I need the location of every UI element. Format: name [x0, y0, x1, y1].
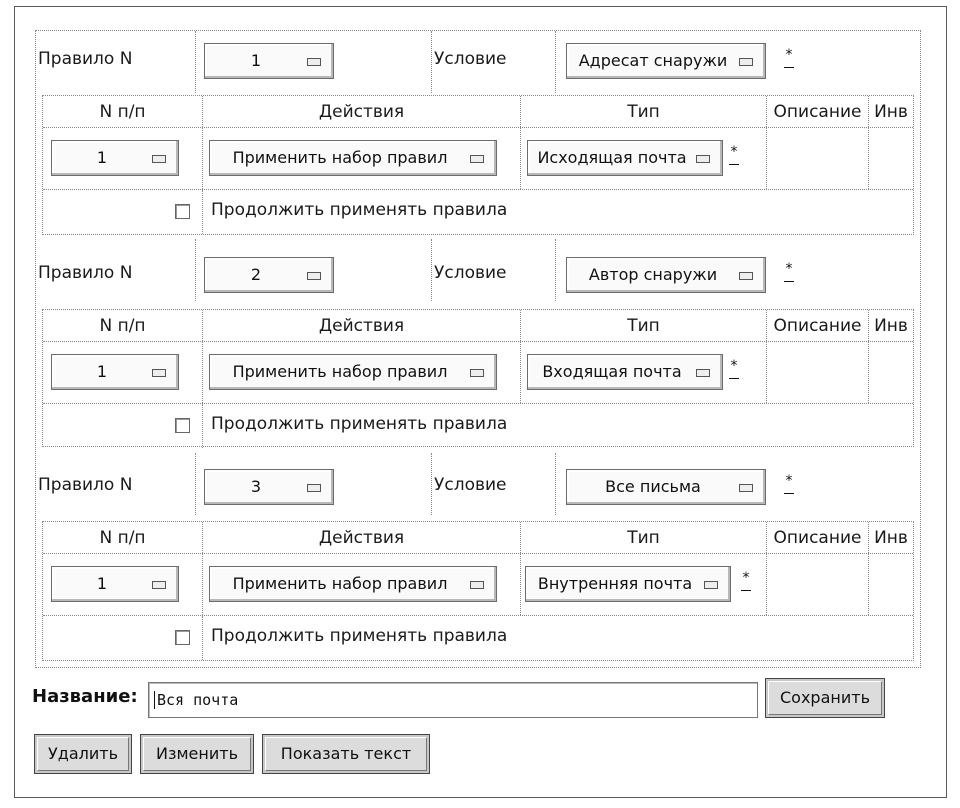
continue-label: Продолжить применять правила: [211, 626, 508, 646]
mail-type-select[interactable]: Внутренняя почта: [525, 566, 731, 602]
mail-type-select[interactable]: Исходящая почта: [527, 140, 723, 176]
dropdown-arrow-icon: [152, 581, 166, 589]
dropdown-arrow-icon: [696, 369, 710, 377]
show-text-button[interactable]: Показать текст: [262, 734, 430, 774]
continue-checkbox[interactable]: [175, 204, 190, 219]
name-input[interactable]: Вся почта: [148, 682, 758, 718]
invert-cell: [869, 128, 913, 189]
table-row: 1 Применить набор правил Внутренняя почт…: [43, 554, 913, 616]
condition-label: Условие: [434, 263, 507, 283]
action-index-select[interactable]: 1: [51, 354, 179, 390]
continue-label: Продолжить применять правила: [211, 200, 508, 220]
rule-number-select[interactable]: 2: [204, 257, 334, 293]
dropdown-arrow-icon: [739, 58, 753, 66]
dropdown-arrow-icon: [307, 58, 321, 66]
save-button[interactable]: Сохранить: [765, 678, 885, 718]
col-header-actions: Действия: [203, 96, 521, 127]
delete-button[interactable]: Удалить: [34, 734, 132, 774]
description-cell: [767, 342, 869, 403]
mail-type-select[interactable]: Входящая почта: [527, 354, 723, 390]
col-header-description: Описание: [767, 96, 869, 127]
dropdown-arrow-icon: [307, 484, 321, 492]
table-row: 1 Применить набор правил Входящая почта …: [43, 342, 913, 404]
col-header-type: Тип: [521, 310, 767, 341]
action-select[interactable]: Применить набор правил: [209, 566, 497, 602]
dropdown-arrow-icon: [696, 155, 710, 163]
rules-table: Правило N 1 Условие Адресат снаружи * N …: [35, 30, 921, 668]
col-header-index: N п/п: [43, 310, 203, 341]
col-header-invert: Инв: [874, 528, 908, 548]
action-select[interactable]: Применить набор правил: [209, 354, 497, 390]
dropdown-arrow-icon: [470, 155, 484, 163]
action-index-select[interactable]: 1: [51, 140, 179, 176]
dropdown-arrow-icon: [739, 272, 753, 280]
actions-table-3: N п/п Действия Тип Описание Инв 1 Примен…: [42, 521, 914, 661]
condition-select[interactable]: Все письма: [566, 469, 766, 505]
col-header-invert: Инв: [874, 316, 908, 336]
dropdown-arrow-icon: [307, 272, 321, 280]
rule-row-1: Правило N 1 Условие Адресат снаружи *: [36, 31, 920, 93]
continue-checkbox[interactable]: [175, 418, 190, 433]
required-mark: *: [784, 262, 794, 282]
dropdown-arrow-icon: [152, 155, 166, 163]
dropdown-arrow-icon: [470, 581, 484, 589]
col-header-type: Тип: [521, 96, 767, 127]
required-mark: *: [741, 571, 751, 591]
action-select[interactable]: Применить набор правил: [209, 140, 497, 176]
edit-button[interactable]: Изменить: [140, 734, 254, 774]
condition-label: Условие: [434, 49, 507, 69]
continue-checkbox[interactable]: [175, 630, 190, 645]
required-mark: *: [784, 48, 794, 68]
required-mark: *: [729, 145, 739, 165]
main-panel: [14, 6, 947, 798]
required-mark: *: [784, 474, 794, 494]
dropdown-arrow-icon: [739, 484, 753, 492]
condition-select[interactable]: Автор снаружи: [566, 257, 766, 293]
condition-select[interactable]: Адресат снаружи: [566, 43, 766, 79]
rule-label: Правило N: [38, 263, 133, 283]
col-header-description: Описание: [767, 310, 869, 341]
actions-table-2: N п/п Действия Тип Описание Инв 1 Примен…: [42, 309, 914, 448]
rule-label: Правило N: [38, 475, 133, 495]
col-header-actions: Действия: [203, 522, 521, 553]
actions-table-1: N п/п Действия Тип Описание Инв 1 Примен…: [42, 95, 914, 235]
invert-cell: [869, 342, 913, 403]
name-label: Название:: [32, 686, 138, 707]
dropdown-arrow-icon: [704, 581, 718, 589]
action-index-select[interactable]: 1: [51, 566, 179, 602]
rule-number-select[interactable]: 1: [204, 43, 334, 79]
col-header-description: Описание: [767, 522, 869, 553]
col-header-index: N п/п: [43, 96, 203, 127]
required-mark: *: [729, 359, 739, 379]
rule-row-2: Правило N 2 Условие Автор снаружи *: [36, 239, 920, 301]
text-caret: [154, 691, 155, 709]
col-header-invert: Инв: [874, 102, 908, 122]
rule-number-select[interactable]: 3: [204, 469, 334, 505]
rule-label: Правило N: [38, 49, 133, 69]
description-cell: [767, 554, 869, 615]
rule-row-3: Правило N 3 Условие Все письма *: [36, 453, 920, 515]
col-header-actions: Действия: [203, 310, 521, 341]
col-header-index: N п/п: [43, 522, 203, 553]
continue-label: Продолжить применять правила: [211, 414, 508, 434]
dropdown-arrow-icon: [152, 369, 166, 377]
condition-label: Условие: [434, 475, 507, 495]
description-cell: [767, 128, 869, 189]
dropdown-arrow-icon: [470, 369, 484, 377]
table-row: 1 Применить набор правил Исходящая почта…: [43, 128, 913, 190]
invert-cell: [869, 554, 913, 615]
col-header-type: Тип: [521, 522, 767, 553]
